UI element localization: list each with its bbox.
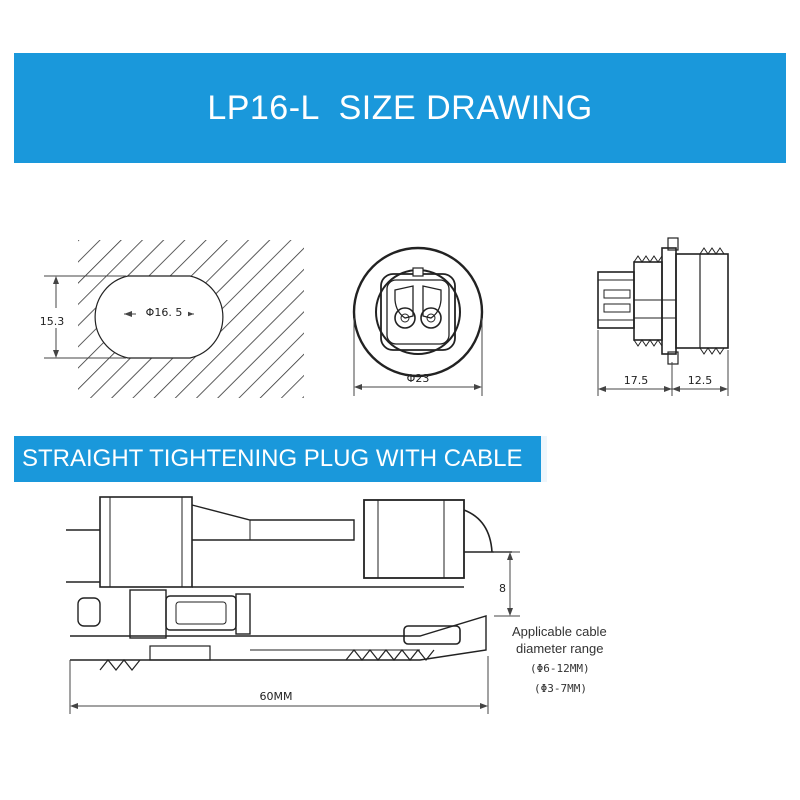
side-right-length-label: 12.5 [688,374,713,387]
section-title-banner: STRAIGHT TIGHTENING PLUG WITH CABLE [14,436,541,482]
cutout-height-label: 15.3 [40,315,65,328]
plug-step-label: 8 [499,582,506,595]
cable-range-1: (Φ6-12MM) [530,662,590,675]
side-left-length-label: 17.5 [624,374,649,387]
cable-range-2: (Φ3-7MM) [534,682,587,695]
plug-drawing [66,496,520,714]
front-view-drawing: Φ23 [352,246,484,396]
section-title: STRAIGHT TIGHTENING PLUG WITH CABLE [22,445,523,472]
title-banner: LP16-L SIZE DRAWING [14,53,786,163]
cable-note-line1: Applicable cable [512,624,607,639]
panel-cutout-drawing: 15.3 Φ16. 5 [30,240,304,398]
cutout-hole-label: Φ16. 5 [146,306,183,319]
side-view-drawing [597,237,729,396]
cable-note-line2: diameter range [516,641,603,656]
page-title: LP16-L SIZE DRAWING [207,88,593,127]
front-diameter-label: Φ23 [407,372,430,385]
plug-length-label: 60MM [260,690,293,703]
